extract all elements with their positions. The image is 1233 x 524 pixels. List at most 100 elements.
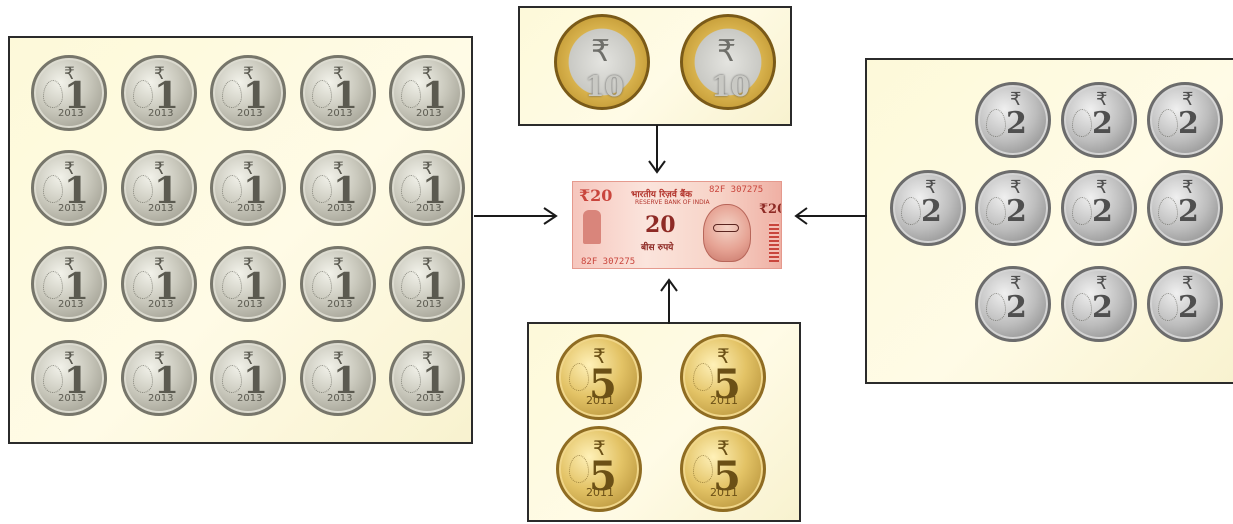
coin-denomination: 10	[711, 73, 750, 101]
coin-2-rupee-icon: ₹2	[975, 170, 1051, 246]
note-serial-bottom: 82F 307275	[581, 257, 635, 267]
coin-year: 2013	[148, 204, 173, 214]
coin-10-rupee-icon: ₹10	[680, 14, 776, 110]
coin-2-rupee-icon: ₹2	[1061, 266, 1137, 342]
leaf-motif-icon	[43, 365, 63, 393]
coin-1-rupee-icon: ₹12013	[31, 246, 107, 322]
coin-denomination: 2	[1006, 197, 1027, 227]
glasses-icon	[713, 224, 739, 232]
coin-year: 2013	[416, 109, 441, 119]
coin-year: 2013	[416, 300, 441, 310]
coin-year: 2013	[327, 204, 352, 214]
arrow-from-twos-icon	[793, 204, 867, 228]
coin-2-rupee-icon: ₹2	[1147, 170, 1223, 246]
note-denomination-right: ₹20	[759, 202, 782, 217]
note-denomination-corner: ₹20	[579, 186, 612, 205]
coin-1-rupee-icon: ₹12013	[300, 340, 376, 416]
coin-denomination: 2	[1092, 197, 1113, 227]
coin-year: 2013	[58, 109, 83, 119]
coin-year: 2011	[710, 395, 738, 406]
coin-1-rupee-icon: ₹12013	[31, 340, 107, 416]
leaf-motif-icon	[312, 271, 332, 299]
twenty-rupee-note: ₹20 भारतीय रिज़र्व बैंक RESERVE BANK OF …	[572, 181, 782, 269]
coin-year: 2013	[237, 394, 262, 404]
leaf-motif-icon	[569, 455, 589, 483]
coin-year: 2011	[586, 487, 614, 498]
coin-year: 2011	[586, 395, 614, 406]
leaf-motif-icon	[401, 365, 421, 393]
security-thread-icon	[769, 222, 779, 262]
coin-1-rupee-icon: ₹12013	[31, 55, 107, 131]
leaf-motif-icon	[312, 365, 332, 393]
coin-1-rupee-icon: ₹12013	[121, 340, 197, 416]
leaf-motif-icon	[312, 80, 332, 108]
note-amount-words: बीस रुपये	[641, 240, 673, 253]
leaf-motif-icon	[986, 109, 1006, 137]
leaf-motif-icon	[222, 365, 242, 393]
two-rupee-coins-panel: ₹2₹2₹2₹2₹2₹2₹2₹2₹2₹2	[865, 58, 1233, 384]
leaf-motif-icon	[43, 175, 63, 203]
leaf-motif-icon	[901, 197, 921, 225]
leaf-motif-icon	[693, 363, 713, 391]
coin-year: 2013	[237, 300, 262, 310]
leaf-motif-icon	[401, 271, 421, 299]
leaf-motif-icon	[569, 363, 589, 391]
coin-1-rupee-icon: ₹12013	[121, 55, 197, 131]
coin-2-rupee-icon: ₹2	[1147, 82, 1223, 158]
coin-year: 2013	[237, 204, 262, 214]
coin-year: 2013	[416, 394, 441, 404]
coin-1-rupee-icon: ₹12013	[389, 246, 465, 322]
coin-1-rupee-icon: ₹12013	[389, 55, 465, 131]
coin-denomination: 10	[585, 73, 624, 101]
leaf-motif-icon	[1158, 197, 1178, 225]
national-emblem-icon	[583, 210, 601, 244]
coin-year: 2013	[148, 109, 173, 119]
rupee-symbol-icon: ₹	[591, 37, 610, 67]
coin-year: 2013	[327, 394, 352, 404]
coin-denomination: 2	[1092, 293, 1113, 323]
coin-1-rupee-icon: ₹12013	[210, 246, 286, 322]
note-denomination-center: 20	[645, 212, 676, 238]
coin-2-rupee-icon: ₹2	[1147, 266, 1223, 342]
coin-year: 2013	[58, 300, 83, 310]
arrow-from-ones-icon	[472, 204, 562, 228]
note-serial-top: 82F 307275	[709, 185, 763, 195]
leaf-motif-icon	[133, 271, 153, 299]
coin-year: 2013	[416, 204, 441, 214]
coin-denomination: 2	[1092, 109, 1113, 139]
leaf-motif-icon	[133, 365, 153, 393]
coin-1-rupee-icon: ₹12013	[210, 150, 286, 226]
coin-year: 2013	[327, 300, 352, 310]
ten-rupee-coins-panel: ₹10₹10	[518, 6, 792, 126]
coin-2-rupee-icon: ₹2	[975, 266, 1051, 342]
coin-year: 2013	[148, 300, 173, 310]
coin-denomination: 2	[1178, 293, 1199, 323]
leaf-motif-icon	[401, 175, 421, 203]
portrait-icon	[703, 204, 751, 262]
coin-denomination: 2	[1178, 197, 1199, 227]
coin-year: 2013	[58, 394, 83, 404]
coin-1-rupee-icon: ₹12013	[31, 150, 107, 226]
leaf-motif-icon	[222, 175, 242, 203]
coin-denomination: 2	[921, 197, 942, 227]
leaf-motif-icon	[43, 271, 63, 299]
rupee-symbol-icon: ₹	[717, 37, 736, 67]
leaf-motif-icon	[222, 80, 242, 108]
coin-year: 2013	[58, 204, 83, 214]
coin-denomination: 2	[1006, 109, 1027, 139]
arrow-from-tens-icon	[645, 125, 669, 175]
leaf-motif-icon	[1072, 109, 1092, 137]
leaf-motif-icon	[1072, 293, 1092, 321]
coin-5-rupee-icon: ₹52011	[556, 334, 642, 420]
coin-year: 2013	[237, 109, 262, 119]
coin-2-rupee-icon: ₹2	[975, 82, 1051, 158]
